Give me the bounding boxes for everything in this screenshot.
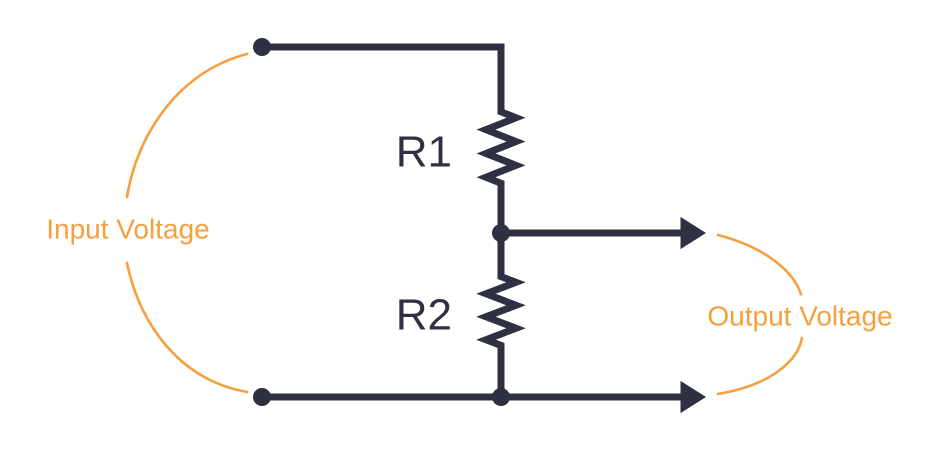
output-voltage-label: Output Voltage [707, 300, 892, 331]
node-group [253, 38, 510, 406]
output-voltage-brace-lower [716, 336, 804, 396]
output-voltage-label-backdrop [698, 295, 902, 337]
resistor-r1-label: R1 [396, 128, 452, 177]
output-top-arrowhead [680, 216, 706, 250]
brace-group [125, 52, 804, 396]
component-label-group: R1 R2 [396, 128, 452, 340]
wire-top-rail [262, 43, 505, 105]
arrow-group [680, 216, 706, 414]
input-voltage-brace-upper [125, 52, 249, 199]
input-voltage-brace-lower [125, 261, 249, 394]
output-voltage-brace-upper [716, 233, 804, 302]
output-bottom-arrowhead [680, 380, 706, 414]
divider-midpoint-dot [492, 224, 510, 242]
resistor-r2-label: R2 [396, 291, 452, 340]
resistor-group [476, 101, 526, 356]
resistor-r2-symbol [476, 266, 526, 356]
ground-junction-dot [492, 388, 510, 406]
input-voltage-label: Input Voltage [46, 213, 209, 244]
input-voltage-label-backdrop [37, 208, 219, 250]
input-bottom-terminal-dot [253, 388, 271, 406]
port-label-group: Input Voltage Output Voltage [37, 208, 902, 337]
input-top-terminal-dot [253, 38, 271, 56]
resistor-r1-symbol [476, 101, 526, 194]
wire-group [262, 43, 700, 401]
